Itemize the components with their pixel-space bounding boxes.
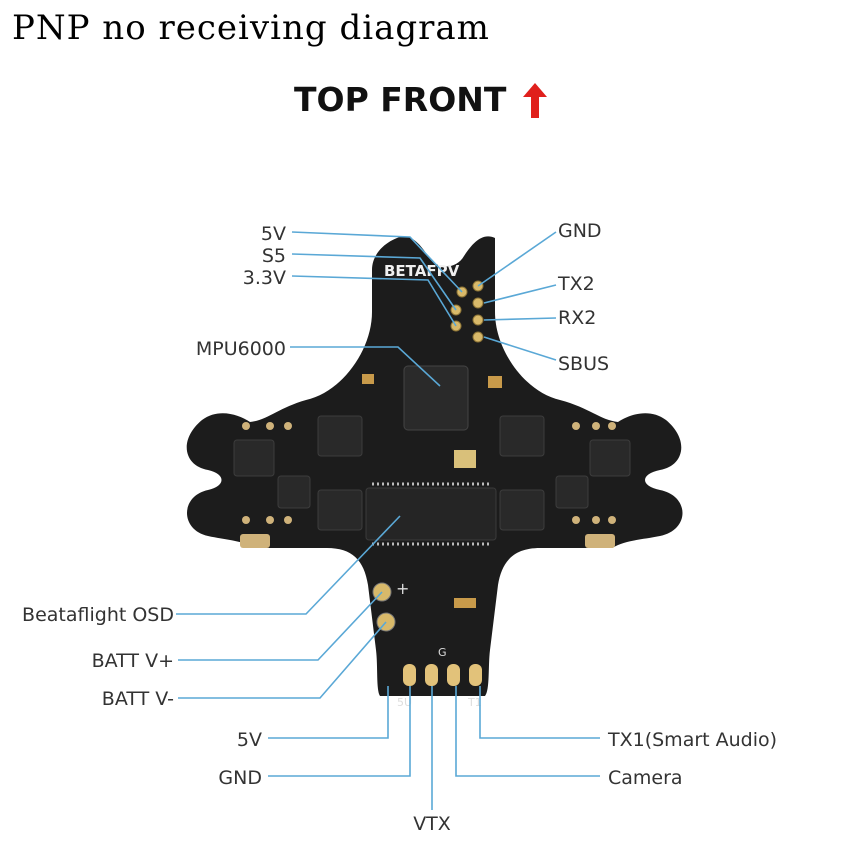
capacitor: [362, 374, 374, 384]
label-batt-minus: BATT V-: [102, 688, 174, 710]
leader-3v3: [291, 275, 457, 327]
label-osd: Beataflight OSD: [22, 604, 174, 626]
motor-pads: [242, 422, 616, 524]
esc-chip: [317, 415, 363, 457]
flight-controller-board: [186, 236, 683, 696]
leader-gnd-bottom: [268, 686, 411, 777]
osd-chip: [365, 487, 497, 541]
crystal: [454, 450, 476, 468]
esc-chip: [499, 489, 545, 531]
leader-s5: [291, 253, 457, 311]
leader-mpu6000: [290, 346, 441, 387]
up-arrow-icon: [523, 83, 547, 118]
label-tx1-smart-audio: TX1(Smart Audio): [607, 729, 777, 751]
t1-mark: T1: [467, 696, 482, 709]
leader-gnd-top: [477, 231, 557, 287]
leader-5v-bottom: [268, 686, 389, 739]
capacitor: [488, 376, 502, 388]
ground-mark: G: [438, 646, 447, 659]
label-gnd-bottom: GND: [218, 767, 262, 789]
leader-camera: [455, 686, 600, 777]
label-gnd-top: GND: [558, 220, 602, 242]
label-vtx: VTX: [413, 813, 451, 835]
leader-sbus: [483, 336, 557, 361]
orientation-label: TOP FRONT: [294, 80, 507, 119]
mosfet-chip: [555, 475, 589, 509]
mosfet-chip: [277, 475, 311, 509]
label-mpu6000: MPU6000: [196, 338, 286, 360]
label-3v3: 3.3V: [243, 267, 286, 289]
label-5v-bottom: 5V: [237, 729, 262, 751]
mosfet-chip: [233, 439, 275, 477]
capacitor: [454, 598, 476, 608]
leader-tx2: [483, 284, 557, 304]
mosfet-chip: [589, 439, 631, 477]
brand-label: BETAFPV: [384, 262, 460, 280]
leader-osd: [176, 515, 401, 615]
leader-tx1: [479, 686, 600, 739]
label-s5: S5: [262, 245, 286, 267]
plus-mark: +: [396, 579, 409, 598]
leader-rx2: [483, 317, 557, 321]
leader-batt-plus: [178, 591, 383, 661]
arm-pad: [585, 534, 615, 548]
esc-chip: [499, 415, 545, 457]
label-5v-top: 5V: [261, 223, 286, 245]
leader-5v-top: [291, 231, 463, 293]
label-sbus: SBUS: [558, 353, 609, 375]
bottom-pads: [403, 664, 482, 686]
leader-batt-minus: [178, 621, 387, 699]
arm-pad: [240, 534, 270, 548]
label-batt-plus: BATT V+: [92, 650, 174, 672]
esc-chip: [317, 489, 363, 531]
label-camera: Camera: [608, 767, 683, 789]
mpu6000-chip: [403, 365, 469, 431]
label-rx2: RX2: [558, 307, 596, 329]
5v-mark: 5U: [397, 696, 412, 709]
page-title: PNP no receiving diagram: [12, 8, 490, 48]
label-tx2: TX2: [557, 273, 595, 295]
